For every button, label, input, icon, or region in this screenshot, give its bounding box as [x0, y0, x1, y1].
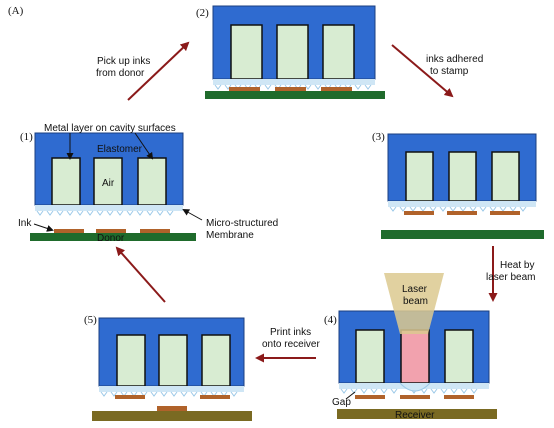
caption-adhered-line-1: inks adhered — [426, 54, 483, 65]
label-metal-layer: Metal layer on cavity surfaces — [44, 123, 176, 134]
label-receiver: Receiver — [395, 410, 435, 421]
panel-1-ink-2 — [96, 229, 126, 233]
label-elastomer: Elastomer — [97, 144, 143, 155]
arrow-2-to-3 — [391, 44, 454, 98]
panel-1-donor — [30, 233, 196, 241]
caption-print-line-1: Print inks — [270, 327, 311, 338]
panel-2-stamp — [212, 5, 376, 90]
panel-4-ink-2 — [400, 395, 430, 399]
arrow-1-to-2 — [127, 41, 190, 101]
membrane-pointer — [182, 209, 203, 221]
panel-2-ink-3 — [321, 87, 352, 91]
panel-label-1: (1) — [20, 131, 33, 143]
panel-4-stamp — [338, 310, 490, 394]
panel-label-A: (A) — [8, 5, 24, 17]
panel-3-stamp — [387, 133, 537, 212]
panel-3-plate — [381, 230, 544, 239]
panel-5-ink-1 — [115, 395, 145, 399]
panel-2-donor — [205, 91, 385, 99]
label-donor: Donor — [97, 233, 125, 244]
label-membrane-line-2: Membrane — [206, 230, 254, 241]
laser-beam — [384, 273, 444, 334]
panel-2-ink-2 — [275, 87, 306, 91]
arrow-5-to-1 — [115, 246, 166, 303]
caption-heat-line-1: Heat by — [500, 260, 534, 271]
panel-label-3: (3) — [372, 131, 385, 143]
caption-pick-up-line-2: from donor — [96, 68, 145, 79]
panel-3-ink-3 — [490, 211, 520, 215]
label-ink: Ink — [18, 218, 32, 229]
caption-adhered-line-2: to stamp — [430, 66, 469, 77]
caption-heat-line-2: laser beam — [486, 272, 535, 283]
panel-1-ink-1 — [54, 229, 84, 233]
panel-label-5: (5) — [84, 314, 97, 326]
panel-1-ink-3 — [140, 229, 170, 233]
panel-3-ink-1 — [404, 211, 434, 215]
panel-5-ink-3 — [200, 395, 230, 399]
caption-print-line-2: onto receiver — [262, 339, 320, 350]
panel-2-ink-1 — [229, 87, 260, 91]
panel-4-receiver — [337, 409, 497, 419]
caption-pick-up-line-1: Pick up inks — [97, 56, 150, 67]
metal-layer-pointer-right — [134, 132, 154, 160]
panel-4-ink-1 — [355, 395, 385, 399]
ink-pointer — [33, 223, 54, 232]
panel-4-ink-3 — [444, 395, 474, 399]
label-gap: Gap — [332, 397, 351, 408]
panel-1-stamp — [34, 132, 184, 216]
panel-3-ink-2 — [447, 211, 477, 215]
panel-5-receiver — [92, 411, 252, 421]
panel-5-printed-ink — [157, 406, 187, 411]
label-laser-line-2: beam — [403, 296, 428, 307]
label-membrane-line-1: Micro-structured — [206, 218, 278, 229]
label-laser-line-1: Laser — [402, 284, 428, 295]
gap-pointer — [345, 391, 356, 400]
label-air: Air — [102, 178, 115, 189]
panel-5-stamp — [98, 317, 245, 397]
panel-label-2: (2) — [196, 7, 209, 19]
panel-label-4: (4) — [324, 314, 337, 326]
